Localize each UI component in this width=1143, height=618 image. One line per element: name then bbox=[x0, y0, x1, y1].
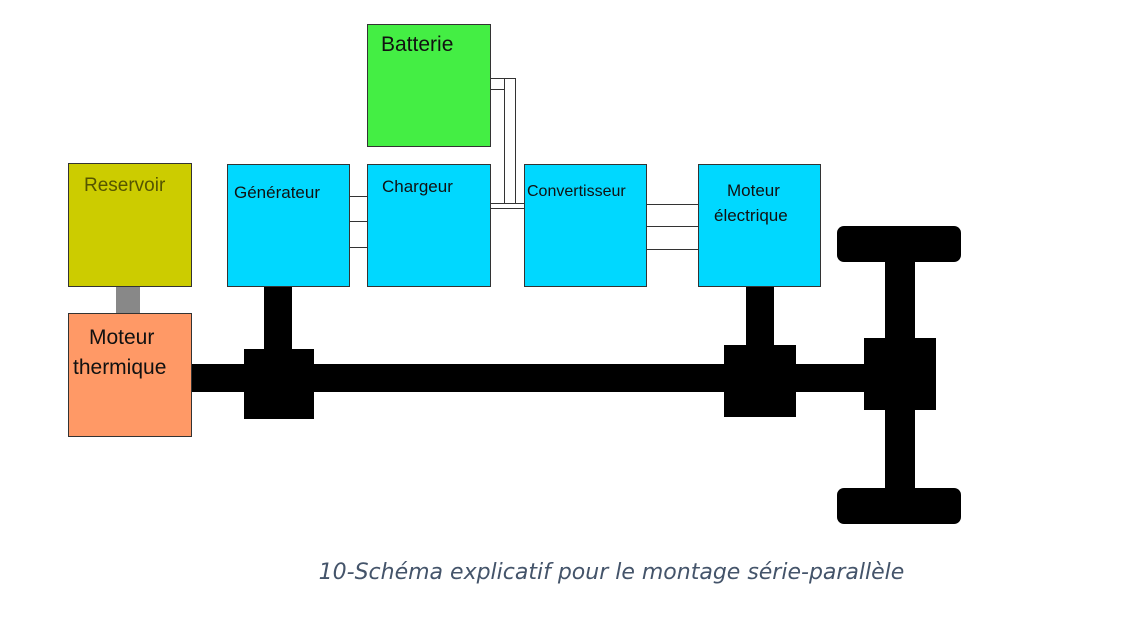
reservoir-label: Reservoir bbox=[84, 175, 166, 196]
wheel-bottom-icon bbox=[837, 488, 961, 524]
motor-shaft bbox=[746, 286, 774, 346]
wire-convertisseur-moteur bbox=[646, 204, 699, 250]
moteur-thermique-label-line2: thermique bbox=[73, 356, 167, 379]
chargeur-label: Chargeur bbox=[382, 177, 453, 196]
figure-caption: 10-Schéma explicatif pour le montage sér… bbox=[318, 560, 905, 585]
generator-shaft bbox=[264, 286, 292, 356]
axle bbox=[885, 258, 915, 492]
wire-generateur-chargeur bbox=[349, 196, 369, 248]
wire-generateur-chargeur-mid bbox=[349, 221, 369, 222]
wire-convertisseur-moteur-mid bbox=[646, 226, 699, 227]
convertisseur-block: Convertisseur bbox=[524, 164, 647, 287]
reservoir-block: Reservoir bbox=[68, 163, 192, 287]
moteur-electrique-label-line1: Moteur bbox=[727, 181, 780, 200]
chargeur-block: Chargeur bbox=[367, 164, 491, 287]
generateur-block: Générateur bbox=[227, 164, 350, 287]
wire-batterie-vertical bbox=[504, 78, 516, 208]
batterie-block: Batterie bbox=[367, 24, 491, 147]
moteur-electrique-label-line2: électrique bbox=[714, 206, 788, 225]
moteur-thermique-label-line1: Moteur bbox=[89, 326, 155, 349]
batterie-label: Batterie bbox=[381, 33, 454, 56]
moteur-thermique-block: Moteur thermique bbox=[68, 313, 192, 437]
moteur-electrique-block: Moteur électrique bbox=[698, 164, 821, 287]
motor-gear bbox=[724, 345, 796, 417]
wire-chargeur-convertisseur bbox=[490, 203, 526, 209]
generateur-label: Générateur bbox=[234, 183, 320, 202]
generator-gear bbox=[244, 349, 314, 419]
fuel-link bbox=[116, 286, 140, 314]
convertisseur-label: Convertisseur bbox=[527, 183, 626, 200]
wheel-top-icon bbox=[837, 226, 961, 262]
